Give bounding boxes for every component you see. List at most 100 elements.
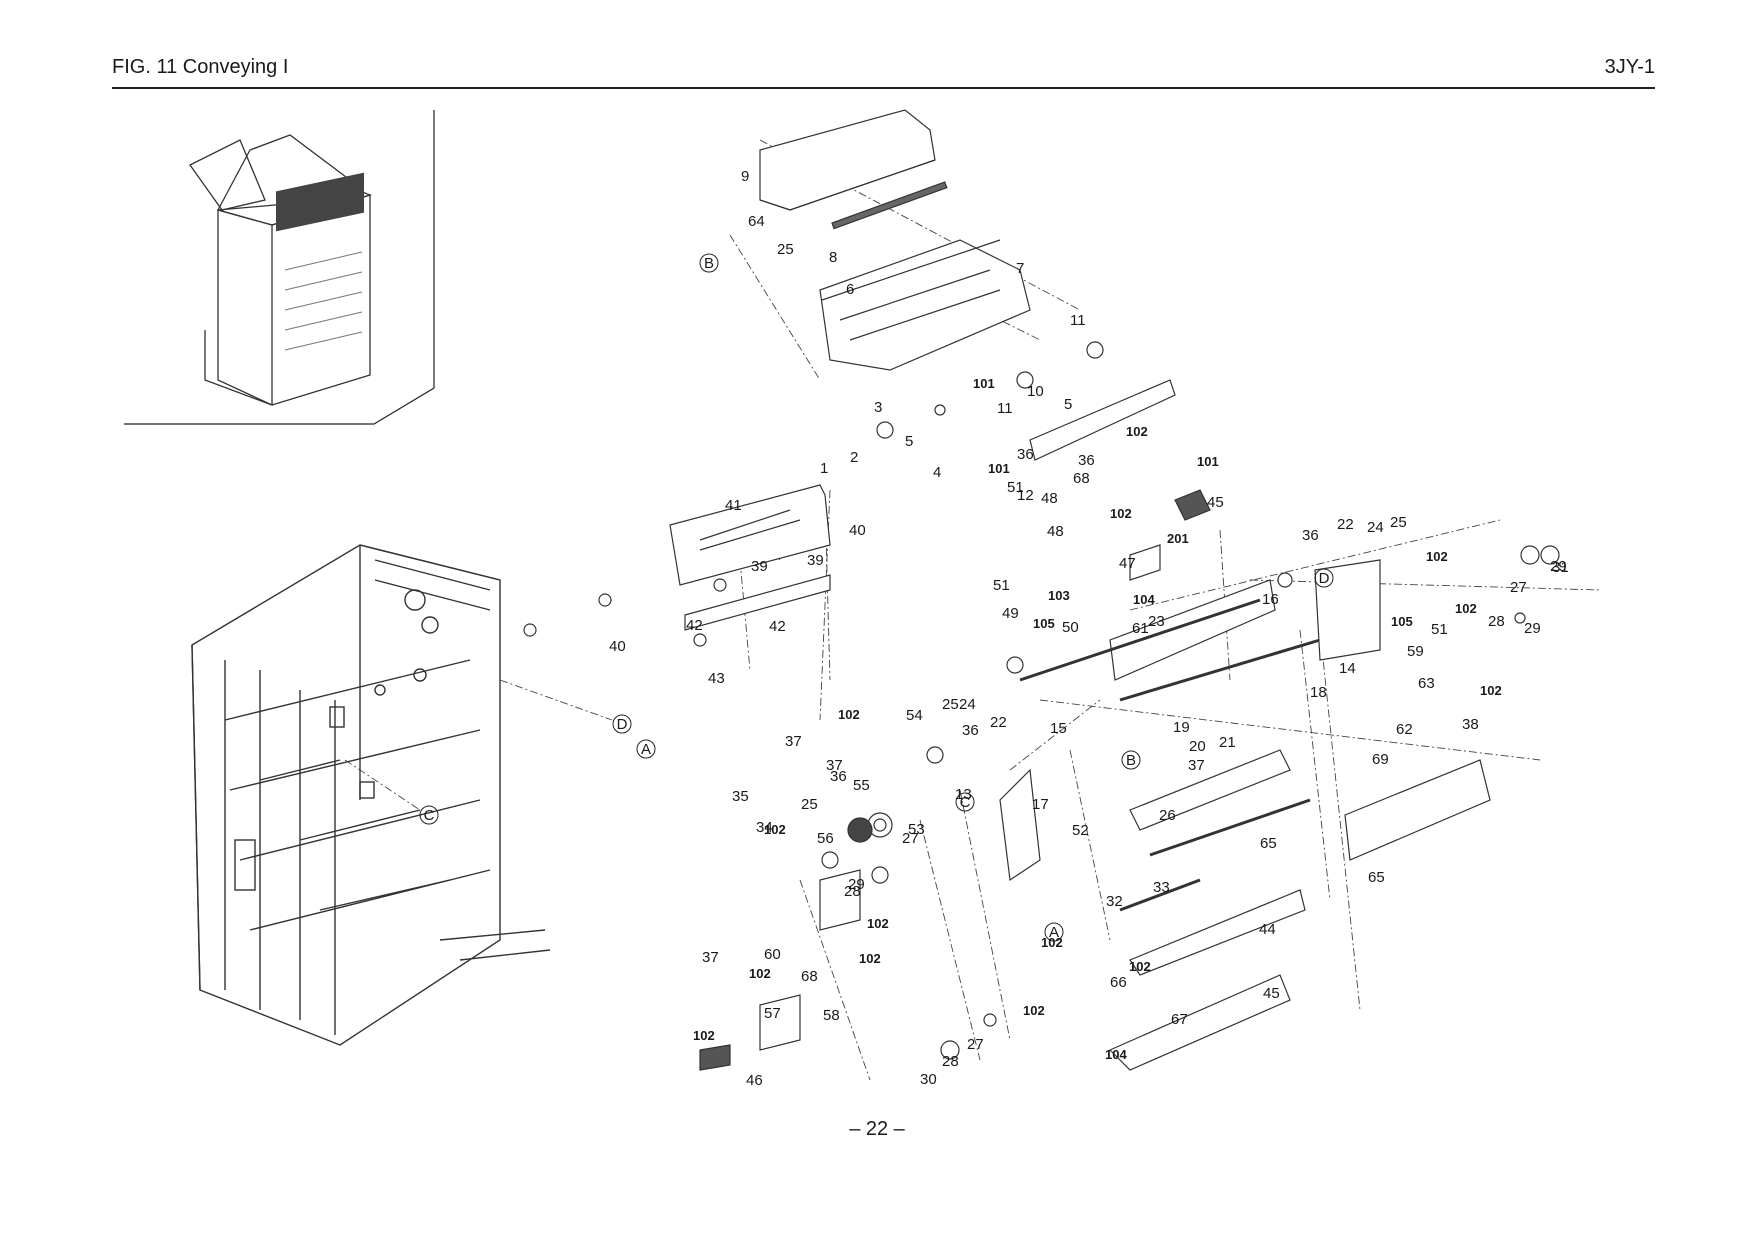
part-number-callout: 56 (817, 830, 834, 847)
part-number-callout: 65 (1260, 835, 1277, 852)
part-number-callout: 9 (741, 168, 749, 185)
part-number-callout: 11 (1070, 312, 1086, 329)
part-number-callout: 36 (962, 722, 979, 739)
fastener-callout: 102 (749, 966, 771, 981)
fastener-callout: 102 (1455, 601, 1477, 616)
part-number-callout: 41 (725, 497, 742, 514)
fastener-callout: 201 (1167, 531, 1189, 546)
part-number-callout: 23 (1148, 613, 1165, 630)
part-number-callout: 60 (764, 946, 781, 963)
part-number-callout: 10 (1027, 383, 1044, 400)
fastener-callout: 102 (1126, 424, 1148, 439)
part-number-callout: 61 (1132, 620, 1149, 637)
fastener-callout: 102 (693, 1028, 715, 1043)
part-number-callout: 55 (853, 777, 870, 794)
part-number-callout: 54 (906, 707, 923, 724)
part-number-callout: 62 (1396, 721, 1413, 738)
part-number-callout: 5 (1064, 396, 1072, 413)
main-frame (191, 544, 551, 1046)
part-number-callout: 31 (1552, 559, 1569, 576)
part-number-callout: 12 (1017, 487, 1034, 504)
part-number-callout: 21 (1219, 734, 1236, 751)
fastener-callout: 104 (1133, 592, 1155, 607)
ref-marker-A (636, 739, 1064, 942)
part-number-callout: 26 (1159, 807, 1176, 824)
part-number-callout: 27 (902, 830, 919, 847)
part-number-callout: 48 (1047, 523, 1064, 540)
part-number-callout: 39 (807, 552, 824, 569)
part-number-callout: 45 (1263, 985, 1280, 1002)
part-number-callout: 37 (702, 949, 719, 966)
part-number-callout: 28 (1488, 613, 1505, 630)
part-number-callout: 28 (844, 883, 861, 900)
part-number-callout: 17 (1032, 796, 1049, 813)
part-number-callout: 63 (1418, 675, 1435, 692)
part-number-callout: 1 (820, 460, 828, 477)
part-number-callout: 11 (997, 400, 1013, 417)
part-number-callout: 2 (850, 449, 858, 466)
part-number-callout: 32 (1106, 893, 1123, 910)
part-number-callout: 25 (777, 241, 794, 258)
part-number-callout: 58 (823, 1007, 840, 1024)
part-number-callout: 29 (1550, 558, 1567, 575)
part-number-callout: 51 (993, 577, 1010, 594)
part-number-callout: 39 (751, 558, 768, 575)
part-number-callout: 52 (1072, 822, 1089, 839)
fastener-callout: 102 (1110, 506, 1132, 521)
fastener-callout: 102 (1426, 549, 1448, 564)
part-number-callout: 68 (801, 968, 818, 985)
part-number-callout: 8 (829, 249, 837, 266)
part-number-callout: 50 (1062, 619, 1079, 636)
header-rule (112, 87, 1655, 89)
ref-marker-D (612, 568, 1334, 734)
ref-marker-letter: A (641, 741, 651, 758)
part-number-callout: 18 (1310, 684, 1327, 701)
inset-machine-view (124, 110, 435, 425)
part-number-callout: 33 (1153, 879, 1170, 896)
part-number-callout: 69 (1372, 751, 1389, 768)
part-number-callout: 42 (686, 617, 703, 634)
part-number-callout: 29 (1524, 620, 1541, 637)
part-number-callout: 66 (1110, 974, 1127, 991)
fastener-callout: 102 (764, 822, 786, 837)
part-number-callout: 44 (1259, 921, 1276, 938)
ref-marker-letter: B (704, 255, 714, 272)
part-number-callout: 36 (1078, 452, 1095, 469)
part-number-callout: 40 (609, 638, 626, 655)
part-number-callout: 14 (1339, 660, 1356, 677)
part-number-callout: 24 (959, 696, 976, 713)
part-number-callout: 37 (1188, 757, 1205, 774)
part-number-callout: 67 (1171, 1011, 1188, 1028)
fastener-callout: 101 (988, 461, 1010, 476)
ref-marker-B (699, 253, 1141, 770)
part-number-callout: 16 (1262, 591, 1279, 608)
ref-marker-letter: C (424, 807, 435, 824)
part-number-callout: 48 (1041, 490, 1058, 507)
fastener-callout: 104 (1105, 1047, 1127, 1062)
ref-marker-C (419, 792, 975, 825)
ref-marker-letter: B (1126, 752, 1136, 769)
fastener-callout: 102 (1480, 683, 1502, 698)
part-number-callout: 51 (1007, 479, 1024, 496)
fastener-callout: 102 (838, 707, 860, 722)
part-number-callout: 59 (1407, 643, 1424, 660)
fastener-callout: 105 (1033, 616, 1055, 631)
part-number-callout: 51 (1431, 621, 1448, 638)
part-number-callout: 7 (1016, 260, 1024, 277)
part-number-callout: 5 (905, 433, 913, 450)
part-number-callout: 25 (801, 796, 818, 813)
part-number-callout: 13 (955, 786, 972, 803)
part-number-callout: 53 (908, 821, 925, 838)
fastener-callout: 102 (1023, 1003, 1045, 1018)
part-number-callout: 22 (990, 714, 1007, 731)
part-illustrations (523, 109, 1560, 1071)
part-number-callout: 65 (1368, 869, 1385, 886)
fastener-callout: 102 (1129, 959, 1151, 974)
fastener-callout: 103 (1048, 588, 1070, 603)
part-number-callout: 3 (874, 399, 882, 416)
part-number-callout: 6 (846, 281, 854, 298)
part-number-callout: 46 (746, 1072, 763, 1089)
part-number-callout: 27 (1510, 579, 1527, 596)
